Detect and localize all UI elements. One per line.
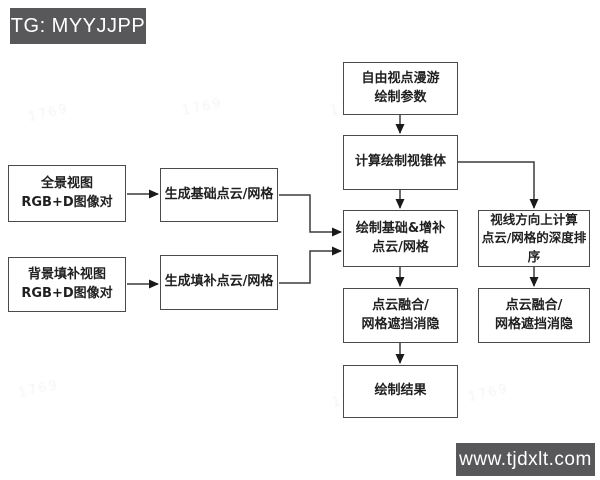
node-label-line: 点云/网格的深度排序 xyxy=(481,230,587,264)
node-label-line: RGB+D图像对 xyxy=(21,194,113,210)
node-label-line: 背景填补视图 xyxy=(27,266,106,282)
node-label-line: 点云融合/ xyxy=(505,297,563,313)
node-label-line: 生成填补点云/网格 xyxy=(164,274,274,290)
node-label-line: 绘制参数 xyxy=(374,89,427,105)
node-label-line: 视线方向上计算 xyxy=(490,212,578,228)
node-label-line: 点云/网格 xyxy=(372,239,429,255)
node-label-line: 自由视点漫游 xyxy=(361,70,440,86)
node-gen-fill-cloud: 生成填补点云/网格 xyxy=(160,255,278,310)
node-fusion-left: 点云融合/ 网格遮挡消隐 xyxy=(343,288,458,343)
node-render-result: 绘制结果 xyxy=(343,365,458,418)
telegram-handle-badge: TG: MYYJJPP xyxy=(10,8,146,44)
arrow-frustum-to-depthsort xyxy=(458,161,539,209)
arrow-genfill-to-render xyxy=(279,246,342,284)
node-label-line: 生成基础点云/网格 xyxy=(164,186,274,202)
node-render-base-supp: 绘制基础&增补 点云/网格 xyxy=(343,210,458,267)
arrow-genbase-to-render xyxy=(279,194,342,237)
node-gen-base-cloud: 生成基础点云/网格 xyxy=(160,168,278,222)
node-free-viewpoint: 自由视点漫游 绘制参数 xyxy=(343,62,458,115)
node-label-line: RGB+D图像对 xyxy=(21,285,113,301)
node-label-line: 网格遮挡消隐 xyxy=(494,316,573,332)
node-panorama-input: 全景视图 RGB+D图像对 xyxy=(8,165,126,222)
node-label-line: 网格遮挡消隐 xyxy=(361,316,440,332)
node-label-line: 绘制结果 xyxy=(374,383,427,399)
node-label-line: 计算绘制视锥体 xyxy=(354,154,446,170)
website-url-badge: www.tjdxlt.com xyxy=(456,443,595,476)
node-bgfill-input: 背景填补视图 RGB+D图像对 xyxy=(8,257,126,312)
node-label-line: 全景视图 xyxy=(40,175,93,191)
node-label-line: 点云融合/ xyxy=(372,297,429,313)
node-compute-frustum: 计算绘制视锥体 xyxy=(343,135,458,190)
node-fusion-right: 点云融合/ 网格遮挡消隐 xyxy=(478,288,590,343)
node-depth-sort: 视线方向上计算 点云/网格的深度排序 xyxy=(478,210,590,267)
node-label-line: 绘制基础&增补 xyxy=(355,220,446,236)
